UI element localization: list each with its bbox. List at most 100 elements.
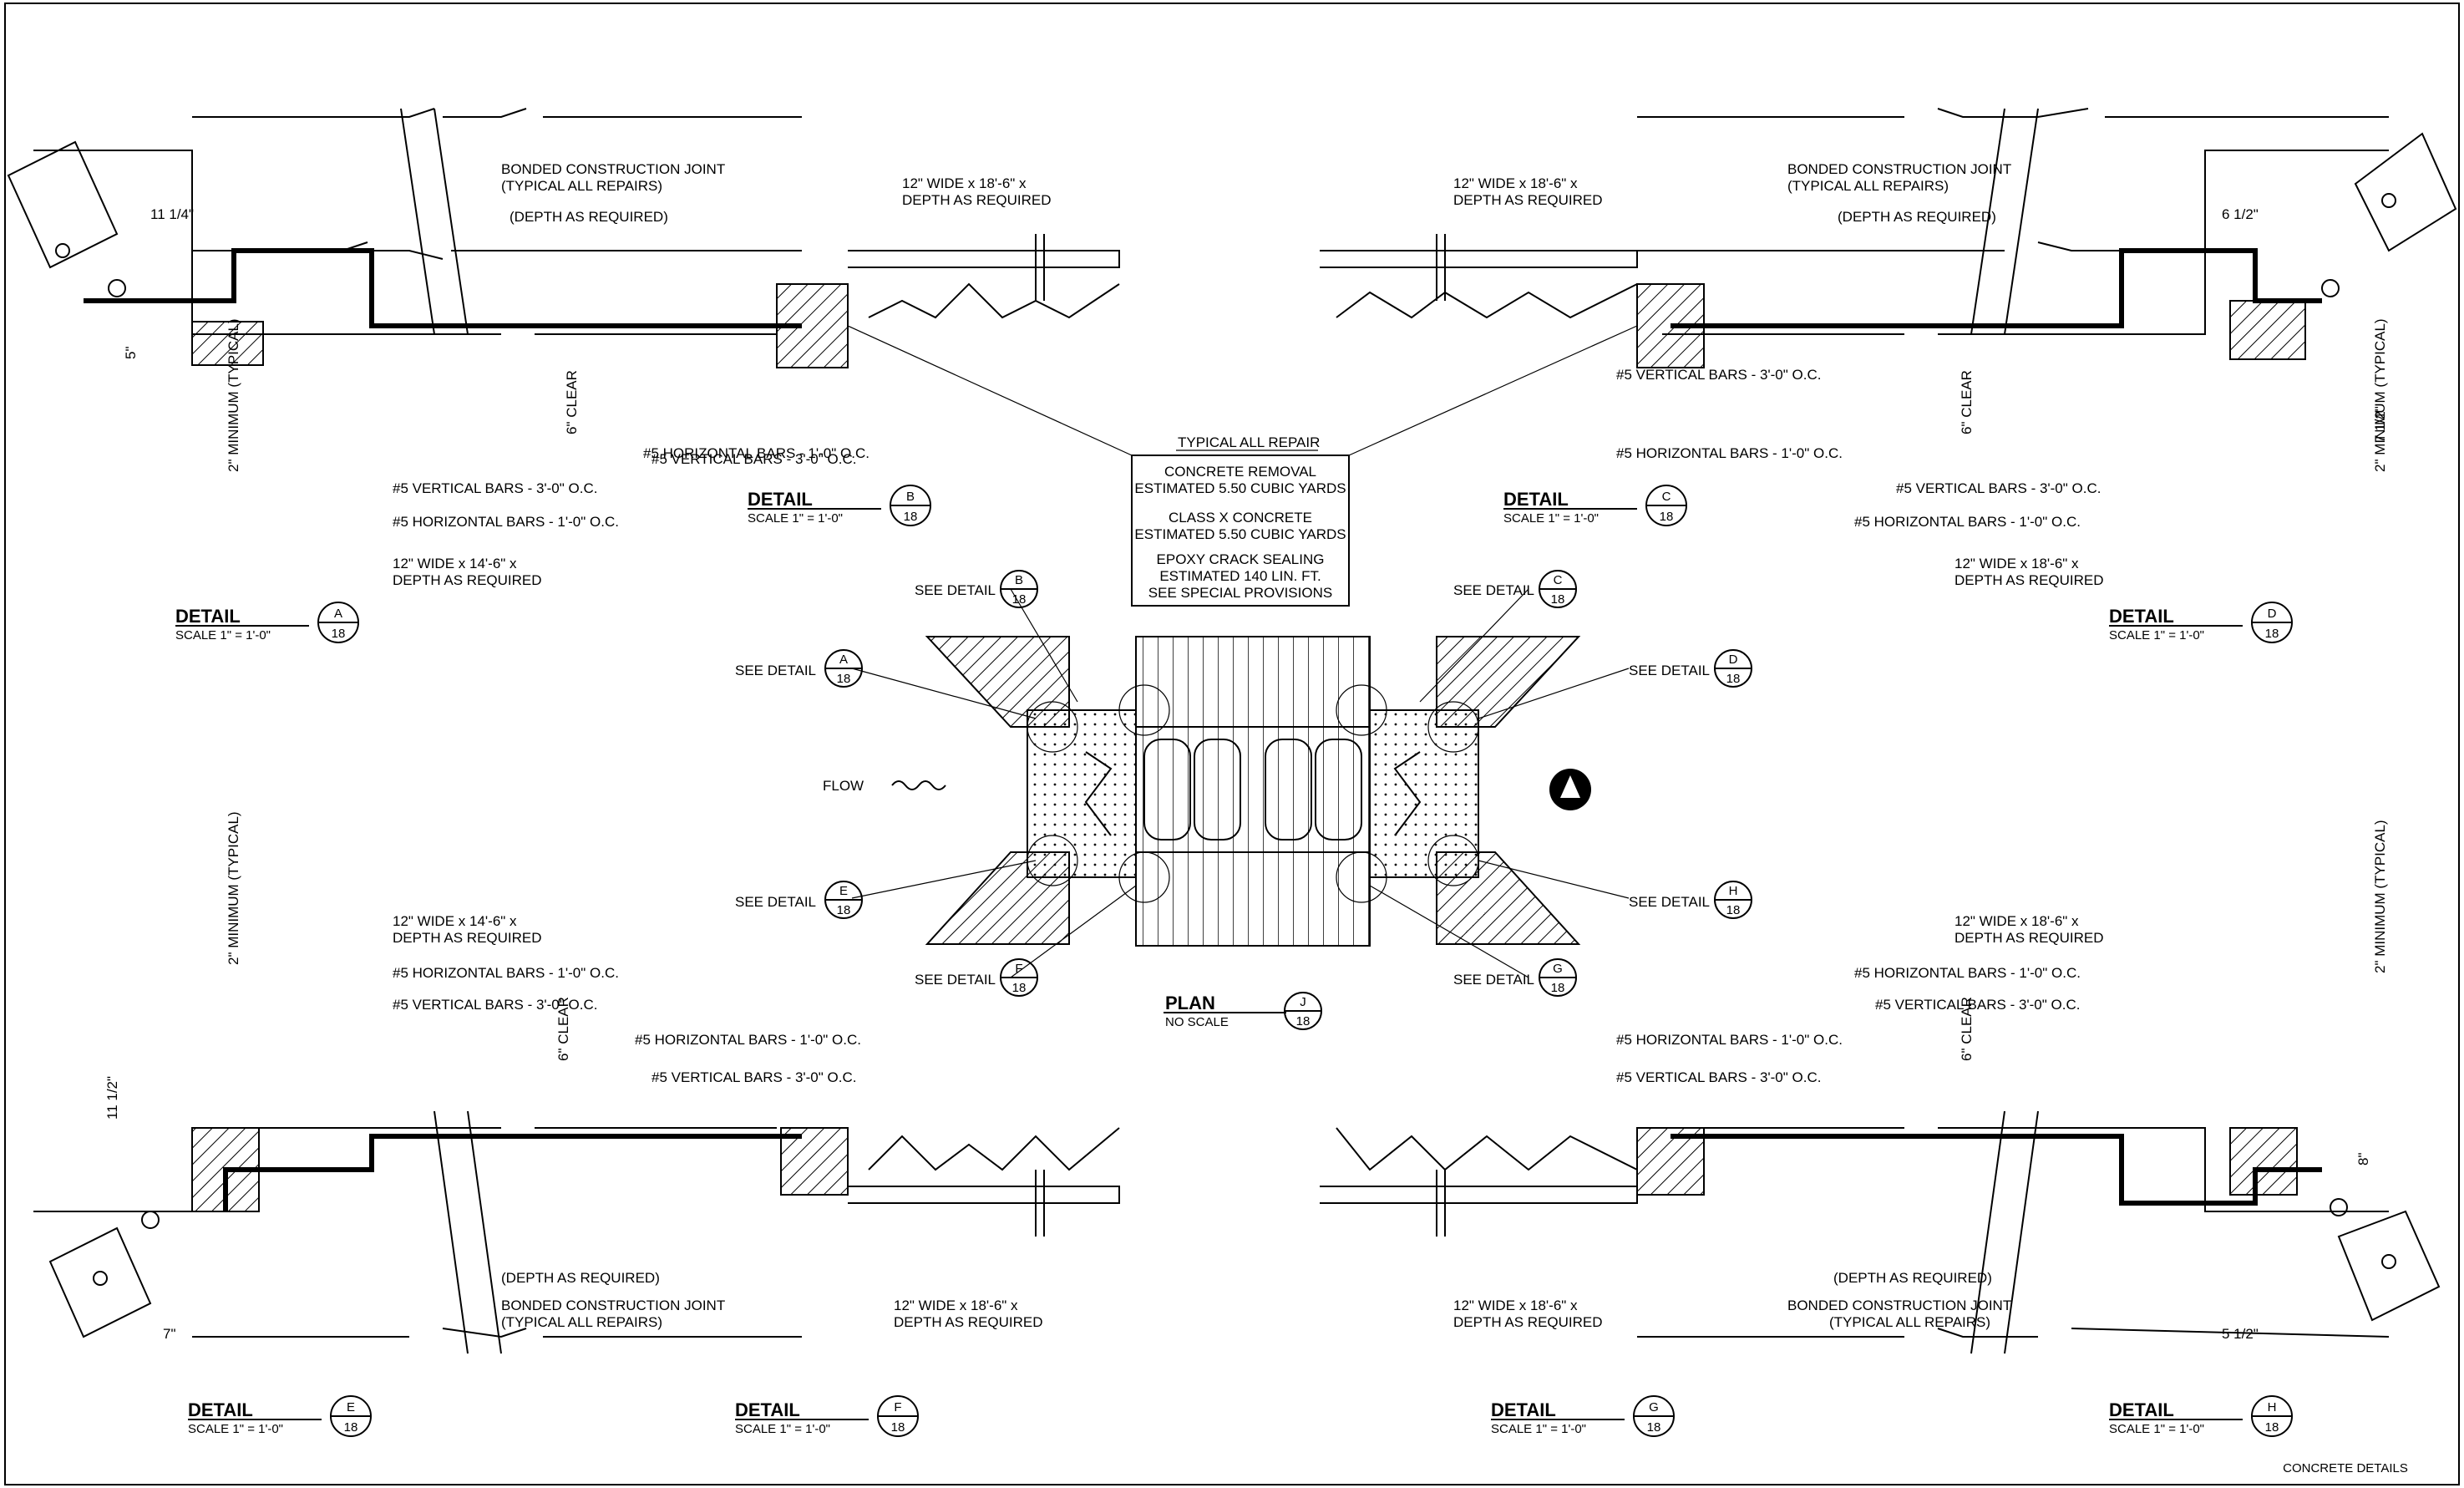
- see-detail-f-label: SEE DETAIL: [915, 972, 996, 988]
- detail-d-drawing: [1320, 108, 2457, 368]
- callout-a-depth: (DEPTH AS REQUIRED): [510, 209, 668, 225]
- detail-h-marker-letter: H: [2268, 1400, 2277, 1414]
- dim-a-side: 5": [123, 347, 139, 360]
- detail-h-marker-sheet: 18: [2265, 1420, 2279, 1435]
- see-detail-h-label: SEE DETAIL: [1629, 894, 1710, 910]
- detail-f-scale: SCALE 1" = 1'-0": [735, 1422, 830, 1436]
- callout-e-vert: #5 VERTICAL BARS - 3'-0" O.C.: [393, 997, 597, 1013]
- callout-b-depth: DEPTH AS REQUIRED: [902, 192, 1052, 208]
- callout-c-wide: 12" WIDE x 18'-6" x: [1453, 175, 1578, 191]
- note-line-2: ESTIMATED 5.50 CUBIC YARDS: [1134, 480, 1346, 496]
- note-box: [847, 325, 1638, 607]
- see-detail-g-label: SEE DETAIL: [1453, 972, 1534, 988]
- note-line-7: SEE SPECIAL PROVISIONS: [1148, 585, 1332, 601]
- plan-flow-label: FLOW: [823, 778, 864, 794]
- dim-d-side: 7 1/2": [2372, 406, 2388, 443]
- detail-d-title: DETAIL: [2109, 606, 2174, 627]
- callout-e-horiz: #5 HORIZONTAL BARS - 1'-0" O.C.: [393, 965, 619, 981]
- callout-g-wide: 12" WIDE x 18'-6" x: [1453, 1298, 1578, 1313]
- detail-f-marker-letter: F: [894, 1400, 901, 1414]
- callout-e-min: 2" MINIMUM (TYPICAL): [226, 811, 241, 965]
- callout-f-wide: 12" WIDE x 18'-6" x: [894, 1298, 1018, 1313]
- sheet-title: CONCRETE DETAILS: [2283, 1461, 2408, 1475]
- callout-a-clear: 6" CLEAR: [564, 370, 580, 434]
- callout-a-wide: 12" WIDE x 14'-6" x: [393, 556, 517, 571]
- see-detail-markers: [824, 570, 1752, 997]
- see-detail-a-label: SEE DETAIL: [735, 663, 816, 678]
- detail-a-scale: SCALE 1" = 1'-0": [175, 628, 271, 642]
- callout-f-vert: #5 VERTICAL BARS - 3'-0" O.C.: [651, 1069, 856, 1085]
- callout-f-depth: DEPTH AS REQUIRED: [894, 1314, 1043, 1330]
- detail-d-scale: SCALE 1" = 1'-0": [2109, 628, 2204, 642]
- see-c-sheet: 18: [1551, 592, 1565, 607]
- see-detail-c-label: SEE DETAIL: [1453, 582, 1534, 598]
- callout-e-depth-req: (DEPTH AS REQUIRED): [501, 1270, 660, 1286]
- see-d-sheet: 18: [1726, 672, 1741, 686]
- dim-d-top: 6 1/2": [2222, 206, 2259, 222]
- note-line-4: ESTIMATED 5.50 CUBIC YARDS: [1134, 526, 1346, 542]
- detail-e-drawing: [33, 1110, 1120, 1354]
- callout-a-joint: BONDED CONSTRUCTION JOINT: [501, 161, 725, 177]
- detail-e-marker-letter: E: [347, 1400, 355, 1414]
- callout-a-min: 2" MINIMUM (TYPICAL): [226, 318, 241, 472]
- callout-d-vert: #5 VERTICAL BARS - 3'-0" O.C.: [1896, 480, 2101, 496]
- detail-a-marker-letter: A: [334, 607, 342, 621]
- see-a-sheet: 18: [837, 672, 851, 686]
- see-g-letter: G: [1553, 962, 1563, 976]
- callout-b-horiz: #5 HORIZONTAL BARS - 1'-0" O.C.: [643, 445, 869, 461]
- callout-d-joint: BONDED CONSTRUCTION JOINT: [1787, 161, 2011, 177]
- callout-h-clear: 6" CLEAR: [1959, 997, 1975, 1061]
- plan-marker-sheet: 18: [1296, 1014, 1311, 1028]
- detail-g-marker-sheet: 18: [1647, 1420, 1661, 1435]
- plan-drawing: [891, 636, 1591, 947]
- detail-b-title: DETAIL: [748, 489, 813, 510]
- plan-marker-letter: J: [1300, 995, 1306, 1009]
- detail-h-scale: SCALE 1" = 1'-0": [2109, 1422, 2204, 1436]
- see-h-letter: H: [1729, 884, 1738, 898]
- note-line-5: EPOXY CRACK SEALING: [1157, 551, 1325, 567]
- see-detail-e-label: SEE DETAIL: [735, 894, 816, 910]
- callout-d-depth2: DEPTH AS REQUIRED: [1954, 572, 2104, 588]
- see-h-sheet: 18: [1726, 903, 1741, 917]
- note-line-3: CLASS X CONCRETE: [1169, 510, 1312, 526]
- dim-h-bottom: 5 1/2": [2222, 1326, 2259, 1342]
- detail-g-marker-letter: G: [1649, 1400, 1659, 1414]
- callout-h-wide: 12" WIDE x 18'-6" x: [1954, 913, 2079, 929]
- callout-b-wide: 12" WIDE x 18'-6" x: [902, 175, 1027, 191]
- callout-h-typical: (TYPICAL ALL REPAIRS): [1829, 1314, 1990, 1330]
- see-c-letter: C: [1554, 573, 1563, 587]
- detail-d-marker-letter: D: [2268, 607, 2277, 621]
- detail-e-marker-sheet: 18: [344, 1420, 358, 1435]
- detail-a-marker-sheet: 18: [332, 627, 346, 641]
- callout-d-depth: (DEPTH AS REQUIRED): [1838, 209, 1996, 225]
- callout-e-joint: BONDED CONSTRUCTION JOINT: [501, 1298, 725, 1313]
- callout-d-typical: (TYPICAL ALL REPAIRS): [1787, 178, 1949, 194]
- callout-h-depth-req: (DEPTH AS REQUIRED): [1833, 1270, 1992, 1286]
- callout-c-vert: #5 VERTICAL BARS - 3'-0" O.C.: [1616, 367, 1821, 383]
- detail-g-title: DETAIL: [1491, 1399, 1556, 1420]
- see-f-sheet: 18: [1012, 981, 1027, 995]
- see-e-letter: E: [839, 884, 848, 898]
- detail-c-title: DETAIL: [1503, 489, 1569, 510]
- see-a-letter: A: [839, 653, 848, 667]
- callout-h-joint: BONDED CONSTRUCTION JOINT: [1787, 1298, 2011, 1313]
- callout-c-depth: DEPTH AS REQUIRED: [1453, 192, 1603, 208]
- detail-e-scale: SCALE 1" = 1'-0": [188, 1422, 283, 1436]
- detail-c-marker-letter: C: [1662, 490, 1671, 504]
- callout-e-typical: (TYPICAL ALL REPAIRS): [501, 1314, 662, 1330]
- callout-h-depth: DEPTH AS REQUIRED: [1954, 930, 2104, 946]
- callout-h-min: 2" MINIMUM (TYPICAL): [2372, 820, 2388, 973]
- plan-scale: NO SCALE: [1165, 1015, 1229, 1029]
- detail-b-marker-sheet: 18: [904, 510, 918, 524]
- detail-a-drawing: [7, 108, 1120, 368]
- callout-d-wide: 12" WIDE x 18'-6" x: [1954, 556, 2079, 571]
- see-b-sheet: 18: [1012, 592, 1027, 607]
- callout-g-horiz: #5 HORIZONTAL BARS - 1'-0" O.C.: [1616, 1032, 1843, 1048]
- detail-e-title: DETAIL: [188, 1399, 253, 1420]
- dim-a-top: 11 1/4": [150, 206, 194, 222]
- callout-f-horiz: #5 HORIZONTAL BARS - 1'-0" O.C.: [635, 1032, 861, 1048]
- detail-g-scale: SCALE 1" = 1'-0": [1491, 1422, 1586, 1436]
- callout-a-typical: (TYPICAL ALL REPAIRS): [501, 178, 662, 194]
- detail-a-title: DETAIL: [175, 606, 241, 627]
